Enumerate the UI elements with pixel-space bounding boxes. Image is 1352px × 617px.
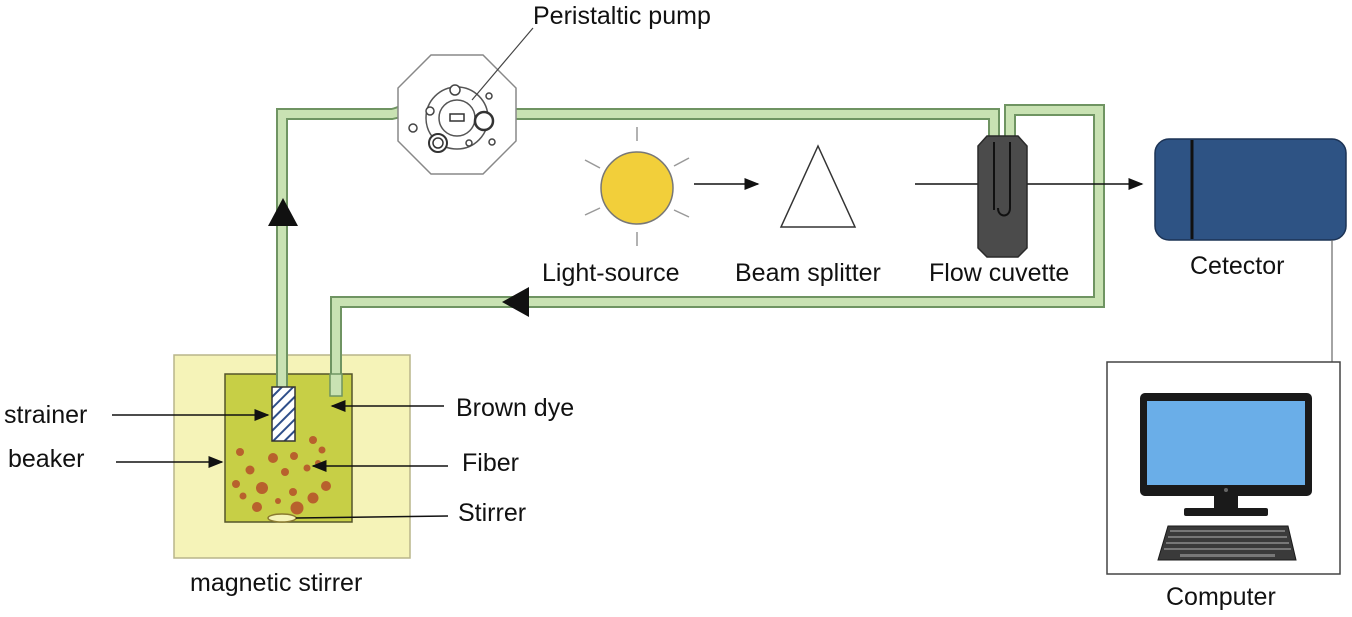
beaker-label: beaker — [8, 445, 85, 473]
keyboard-icon — [1157, 525, 1297, 561]
fiber-label: Fiber — [462, 449, 519, 477]
stirrer-bar — [267, 513, 297, 523]
flow-cuvette-label: Flow cuvette — [929, 259, 1070, 287]
flow-cuvette-icon — [977, 135, 1028, 258]
peristaltic-pump-icon — [397, 54, 517, 175]
outlet-tube-end — [329, 373, 343, 397]
flow-arrow-up — [268, 198, 298, 226]
beam-splitter-label: Beam splitter — [735, 259, 881, 287]
computer-monitor-icon — [1140, 393, 1312, 516]
detector-icon — [1154, 138, 1347, 241]
pump-leader-line — [471, 27, 534, 101]
light-source-label: Light-source — [542, 259, 680, 287]
magnetic-stirrer-label: magnetic stirrer — [190, 569, 363, 597]
detector-label: Cetector — [1190, 252, 1285, 280]
strainer — [271, 386, 296, 442]
stirrer-label: Stirrer — [458, 499, 527, 527]
computer-label: Computer — [1166, 583, 1276, 611]
stirrer-pointer — [295, 515, 449, 519]
strainer-label: strainer — [4, 401, 88, 429]
beam-splitter-prism-icon — [779, 144, 857, 228]
light-source-sun-icon — [584, 127, 690, 246]
peristaltic-pump-label: Peristaltic pump — [533, 2, 711, 30]
flow-arrow-left — [502, 287, 529, 317]
brown-dye-label: Brown dye — [456, 394, 575, 422]
